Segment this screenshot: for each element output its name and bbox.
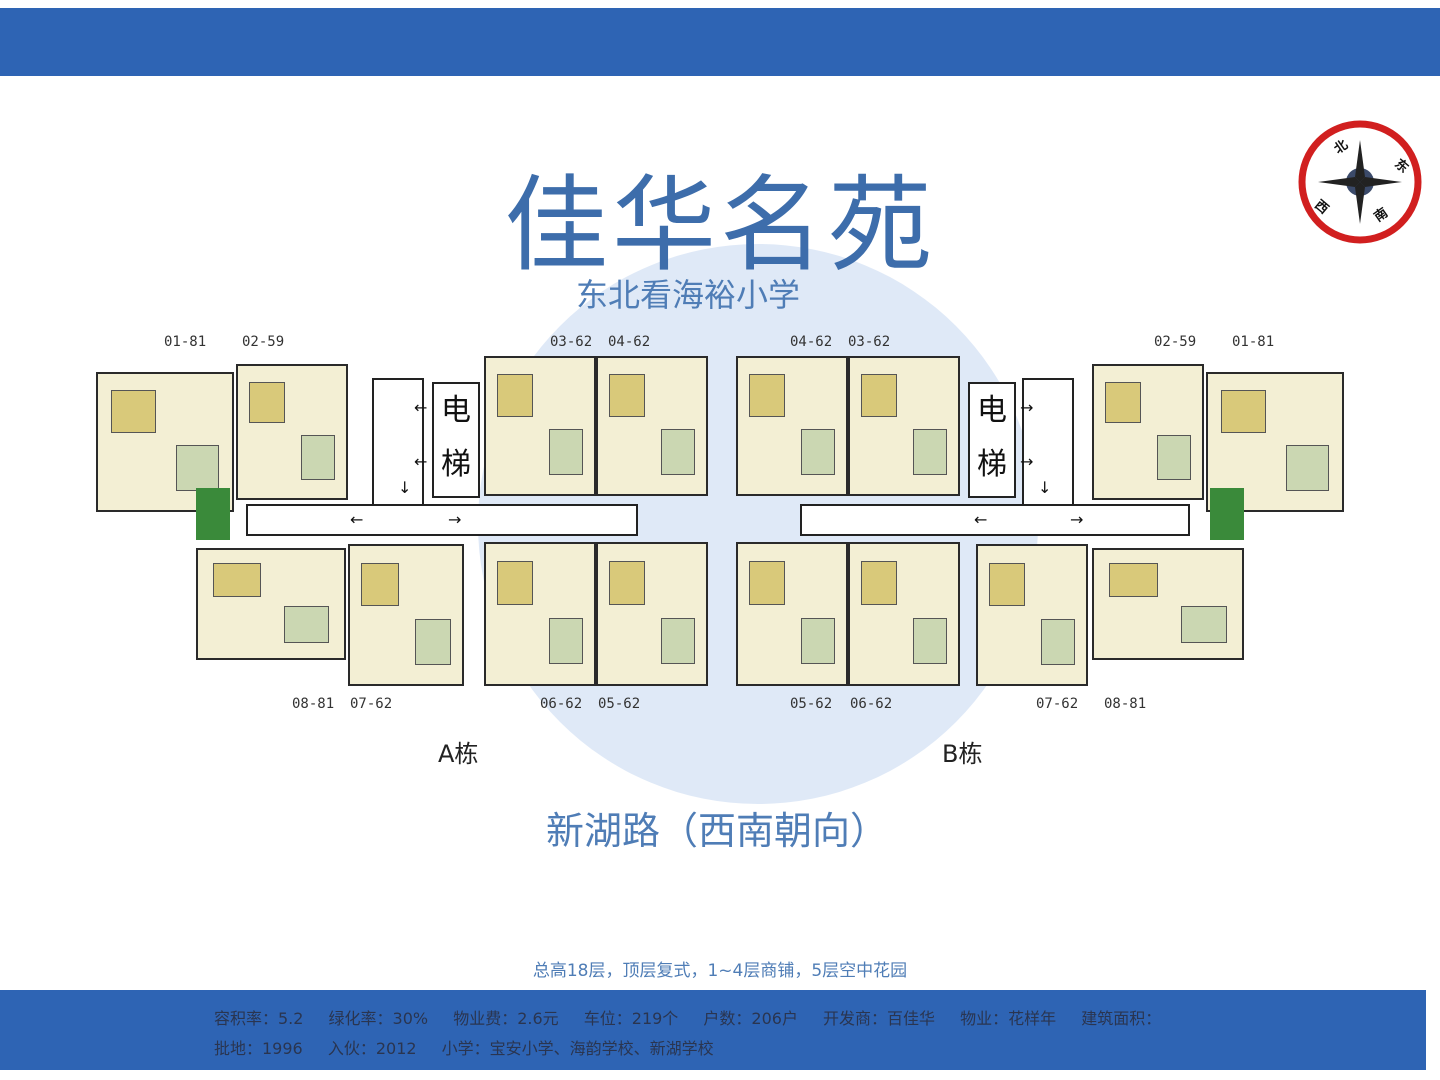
arrow-right-icon: →: [1070, 510, 1084, 529]
unit-label: 04-62: [608, 334, 651, 350]
summary-text: 总高18层，顶层复式，1~4层商铺，5层空中花园: [532, 961, 908, 981]
compass-icon: 北 东 南 西: [1298, 120, 1422, 244]
floor-plan-unit: [736, 356, 848, 496]
floor-plan-unit: [348, 544, 464, 686]
info-move-in: 入伙：2012: [327, 1039, 417, 1058]
arrow-left-icon: ←: [350, 510, 364, 529]
garden: [196, 488, 230, 540]
floor-plan-unit: [1092, 548, 1244, 660]
unit-label: 05-62: [598, 696, 641, 712]
unit-label: 01-81: [1232, 334, 1275, 350]
floor-plan-unit: [596, 542, 708, 686]
floor-plan-unit: [596, 356, 708, 496]
unit-label: 05-62: [790, 696, 833, 712]
elevator-char: 梯: [441, 447, 471, 482]
info-line-1: 容积率：5.2 绿化率：30% 物业费：2.6元 车位：219个 户数：206户…: [214, 1005, 1181, 1029]
page-title: 佳华名苑: [503, 164, 936, 286]
floor-plan-unit: [848, 356, 960, 496]
info-developer: 开发商：百佳华: [823, 1009, 936, 1028]
bottom-banner: [0, 990, 1426, 1070]
garden: [1210, 488, 1244, 540]
unit-label: 02-59: [242, 334, 285, 350]
arrow-down-icon: ↓: [398, 478, 412, 497]
arrow-right-icon: →: [448, 510, 462, 529]
floor-plan-unit: [484, 542, 596, 686]
top-banner: [0, 8, 1440, 76]
elevator-char: 电: [441, 393, 471, 428]
floor-plan-unit: [976, 544, 1088, 686]
elevator-char: 梯: [977, 447, 1007, 482]
elevator-char: 电: [977, 393, 1007, 428]
unit-label: 04-62: [790, 334, 833, 350]
arrow-left-icon: ←: [414, 452, 428, 471]
floor-plan-unit: [848, 542, 960, 686]
floor-plan-unit: [236, 364, 348, 500]
floor-plan-unit: [484, 356, 596, 496]
arrow-left-icon: ←: [974, 510, 988, 529]
unit-label: 07-62: [350, 696, 393, 712]
corridor: [800, 504, 1190, 536]
road-label: 新湖路（西南朝向）: [546, 809, 889, 853]
floor-plan-unit: [1092, 364, 1204, 500]
info-schools: 小学：宝安小学、海韵学校、新湖学校: [441, 1039, 714, 1058]
corridor: [1022, 378, 1074, 506]
info-parking: 车位：219个: [583, 1009, 679, 1028]
info-plot-ratio: 容积率：5.2: [214, 1009, 304, 1028]
info-line-2: 批地：1996 入伙：2012 小学：宝安小学、海韵学校、新湖学校: [214, 1035, 734, 1059]
unit-label: 07-62: [1036, 696, 1079, 712]
building-label-b: B栋: [942, 740, 983, 768]
arrow-right-icon: →: [1020, 398, 1034, 417]
unit-label: 03-62: [550, 334, 593, 350]
corridor: [246, 504, 638, 536]
arrow-down-icon: ↓: [1038, 478, 1052, 497]
info-property-fee: 物业费：2.6元: [453, 1009, 559, 1028]
info-households: 户数：206户: [703, 1009, 798, 1028]
arrow-left-icon: ←: [414, 398, 428, 417]
corridor: [372, 378, 424, 506]
floor-plan-unit: [736, 542, 848, 686]
subtitle: 东北看海裕小学: [576, 276, 801, 314]
unit-label: 03-62: [848, 334, 891, 350]
floor-plan-unit: [196, 548, 346, 660]
unit-label: 08-81: [292, 696, 335, 712]
info-floor-area: 建筑面积：: [1081, 1009, 1162, 1028]
unit-label: 02-59: [1154, 334, 1197, 350]
elevator-b: 电 梯: [968, 382, 1016, 498]
info-management: 物业：花样年: [960, 1009, 1057, 1028]
building-label-a: A栋: [438, 740, 479, 768]
elevator-a: 电 梯: [432, 382, 480, 498]
arrow-right-icon: →: [1020, 452, 1034, 471]
info-green-rate: 绿化率：30%: [328, 1009, 429, 1028]
unit-label: 08-81: [1104, 696, 1147, 712]
unit-label: 06-62: [540, 696, 583, 712]
unit-label: 06-62: [850, 696, 893, 712]
unit-label: 01-81: [164, 334, 207, 350]
info-land: 批地：1996: [214, 1039, 303, 1058]
